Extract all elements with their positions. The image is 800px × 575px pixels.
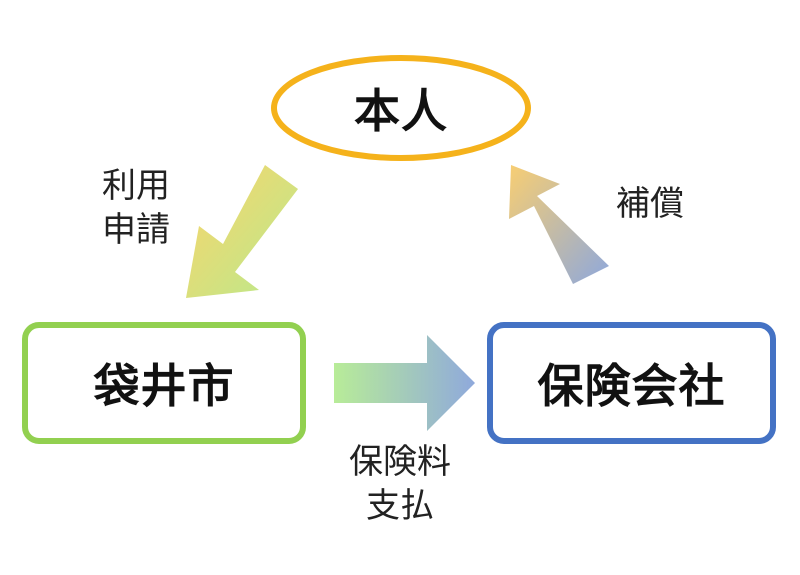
city-node bbox=[22, 322, 306, 444]
compensation-arrow bbox=[509, 165, 609, 284]
person-node bbox=[271, 55, 531, 161]
city-label: 袋井市 bbox=[93, 359, 235, 413]
insurer-label: 保険会社 bbox=[537, 359, 726, 413]
apply-label: 利用 申請 bbox=[76, 164, 196, 252]
person-label: 本人 bbox=[354, 84, 448, 138]
premium-label-line2: 支払 bbox=[366, 486, 434, 526]
apply-arrow bbox=[186, 165, 298, 298]
apply-label-line1: 利用 bbox=[102, 166, 170, 206]
premium-label: 保険料 支払 bbox=[320, 440, 480, 528]
compensation-label: 補償 bbox=[590, 182, 710, 226]
compensation-label-line1: 補償 bbox=[616, 184, 684, 224]
premium-label-line1: 保険料 bbox=[349, 442, 451, 482]
apply-label-line2: 申請 bbox=[102, 210, 170, 250]
insurer-node bbox=[487, 322, 776, 444]
premium-arrow bbox=[334, 335, 475, 431]
